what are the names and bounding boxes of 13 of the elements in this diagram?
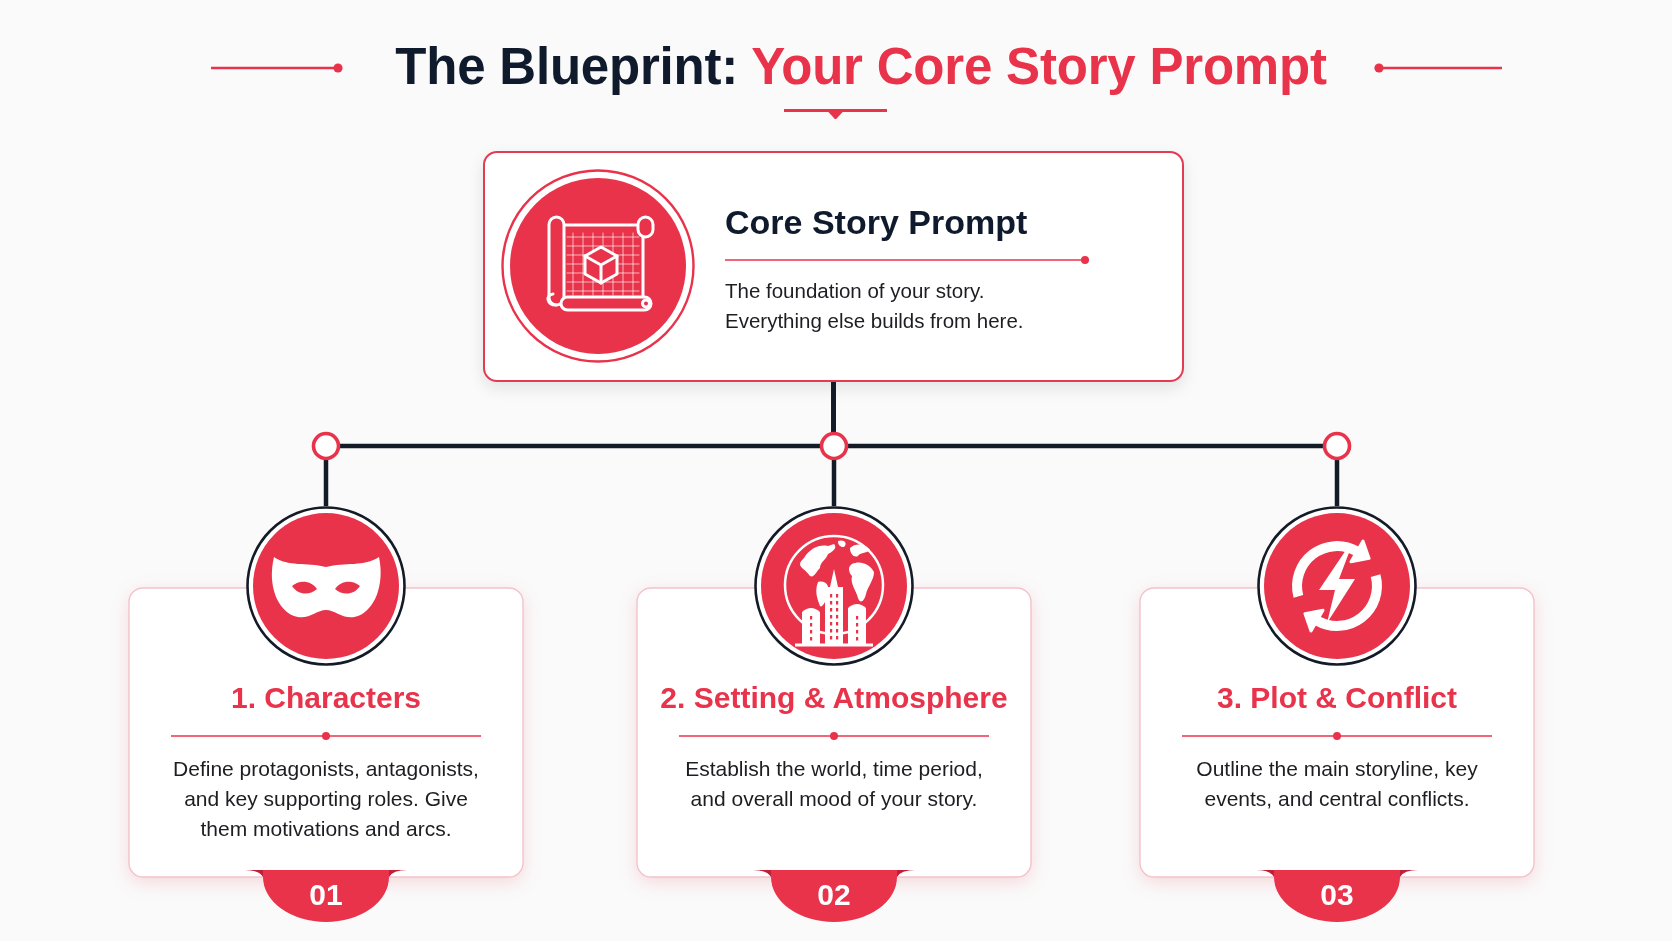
step-title: 2. Setting & Atmosphere <box>660 680 1008 716</box>
diagram-title: The Blueprint: Your Core Story Prompt <box>395 37 1327 97</box>
step-description: Establish the world, time period, and overall mood of your story. <box>684 756 984 812</box>
prompt-description: The foundation of your story. Everything else builds from here. <box>725 278 1025 334</box>
step-card <box>128 506 524 922</box>
prompt-card <box>483 151 1184 382</box>
prompt-title: Core Story Prompt <box>725 202 1028 242</box>
step-description: Define protagonists, antagonists, and key supporting roles. Give them motivations and arcs. <box>172 756 480 842</box>
step-card <box>1139 506 1535 922</box>
step-title: 1. Characters <box>230 680 422 716</box>
step-card <box>636 506 1032 922</box>
step-title: 3. Plot & Conflict <box>1217 680 1457 716</box>
step-description: Outline the main storyline, key events, and central conflicts. <box>1195 756 1479 812</box>
